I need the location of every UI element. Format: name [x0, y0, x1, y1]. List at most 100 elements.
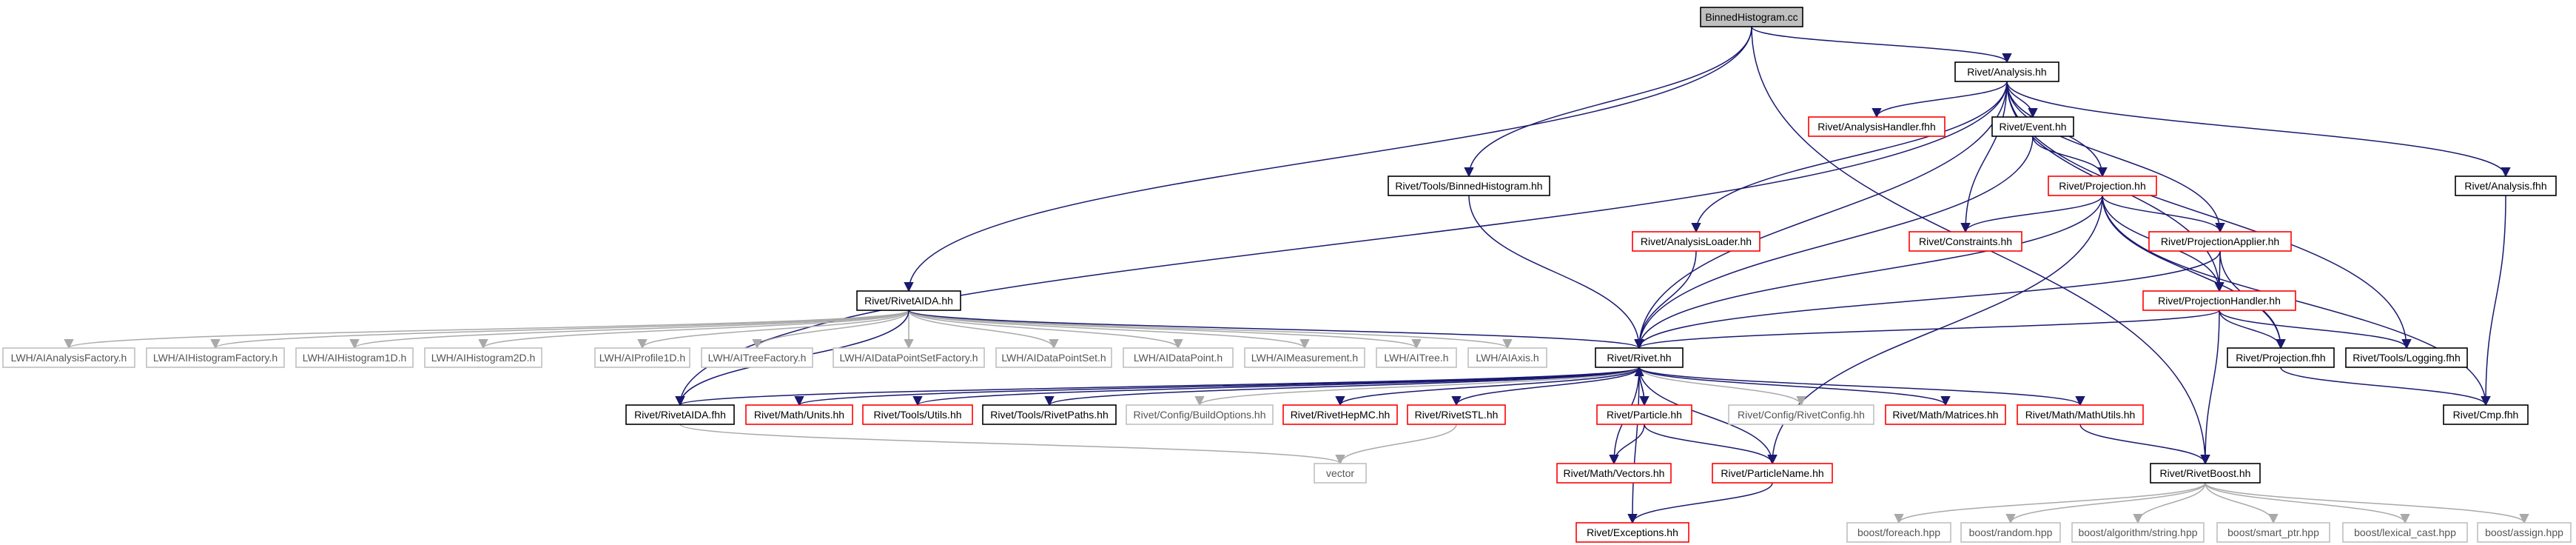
node-constraints-hh[interactable]: Rivet/Constraints.hh — [1909, 231, 2022, 252]
node-box — [1808, 116, 1946, 137]
node-projection-hh[interactable]: Rivet/Projection.hh — [2048, 175, 2157, 196]
node-lwh-treefactory[interactable]: LWH/AITreeFactory.h — [701, 347, 813, 368]
node-analysisloader-hh[interactable]: Rivet/AnalysisLoader.hh — [1632, 231, 1761, 252]
node-vector[interactable]: vector — [1314, 463, 1367, 484]
node-lwh-dps[interactable]: LWH/AIDataPointSet.h — [995, 347, 1112, 368]
node-lwh-histogram2d[interactable]: LWH/AIHistogram2D.h — [424, 347, 542, 368]
edge-analysis_hh-to-analysis_fhh — [2006, 81, 2511, 178]
node-lwh-histogramfactory[interactable]: LWH/AIHistogramFactory.h — [146, 347, 285, 368]
edge-rivetboost_hh-to-boost_smartptr — [2205, 482, 2279, 524]
node-label: LWH/AIDataPoint.h — [1134, 352, 1223, 364]
node-vectors-hh[interactable]: Rivet/Math/Vectors.hh — [1556, 463, 1672, 484]
node-label: Rivet/RivetBoost.hh — [2160, 467, 2251, 479]
node-box — [2227, 347, 2335, 368]
node-lwh-histogram1d[interactable]: LWH/AIHistogram1D.h — [295, 347, 414, 368]
edge-particle_hh-to-vectors_hh — [1609, 424, 1645, 465]
node-box — [1123, 347, 1234, 368]
node-boost-assign[interactable]: boost/assign.hpp — [2477, 522, 2572, 543]
node-rivetaida-hh[interactable]: Rivet/RivetAIDA.hh — [856, 290, 961, 311]
node-label: Rivet/ParticleName.hh — [1721, 467, 1823, 479]
edge-rivet_hh-to-utils_hh — [912, 367, 1640, 407]
node-box — [1388, 175, 1550, 196]
node-binned-hh[interactable]: Rivet/Tools/BinnedHistogram.hh — [1388, 175, 1550, 196]
node-matrices-hh[interactable]: Rivet/Math/Matrices.hh — [1885, 404, 2006, 425]
node-label: vector — [1326, 467, 1354, 479]
node-root[interactable]: BinnedHistogram.cc — [1700, 7, 1803, 27]
node-lwh-axis[interactable]: LWH/AIAxis.h — [1467, 347, 1547, 368]
edge-rivetaida_hh-to-lwh_dps — [908, 310, 1059, 350]
edge-root-to-rivetaida_hh — [904, 26, 1752, 292]
node-box — [2148, 231, 2292, 252]
node-particlename-hh[interactable]: Rivet/ParticleName.hh — [1712, 463, 1833, 484]
node-units-hh[interactable]: Rivet/Math/Units.hh — [745, 404, 853, 425]
edge-analysis_hh-to-rivetaida_fhh — [675, 81, 2008, 407]
node-projection-fhh[interactable]: Rivet/Projection.fhh — [2227, 347, 2335, 368]
edge-projhandler_hh-to-logging_fhh — [2219, 310, 2412, 350]
node-label: Rivet/Math/Units.hh — [754, 409, 844, 421]
node-projhandler-hh[interactable]: Rivet/ProjectionHandler.hh — [2142, 290, 2296, 311]
node-label: Rivet/Event.hh — [1999, 121, 2066, 133]
node-event-hh[interactable]: Rivet/Event.hh — [1991, 116, 2074, 137]
node-label: Rivet/Projection.fhh — [2236, 352, 2325, 364]
node-lwh-analysisfactory[interactable]: LWH/AIAnalysisFactory.h — [2, 347, 135, 368]
node-box — [995, 347, 1112, 368]
node-rivetconfig-hh[interactable]: Rivet/Config/RivetConfig.hh — [1728, 404, 1874, 425]
node-label: Rivet/Analysis.hh — [1967, 66, 2046, 78]
node-exceptions-hh[interactable]: Rivet/Exceptions.hh — [1575, 522, 1689, 543]
node-projapplier-hh[interactable]: Rivet/ProjectionApplier.hh — [2148, 231, 2292, 252]
node-lwh-dp[interactable]: LWH/AIDataPoint.h — [1123, 347, 1234, 368]
node-lwh-profile1d[interactable]: LWH/AIProfile1D.h — [594, 347, 690, 368]
node-rivetpaths-hh[interactable]: Rivet/Tools/RivetPaths.hh — [982, 404, 1117, 425]
edge-analysisloader_hh-to-rivet_hh — [1634, 250, 1697, 350]
node-box — [1595, 347, 1684, 368]
node-rivetboost-hh[interactable]: Rivet/RivetBoost.hh — [2150, 463, 2261, 484]
node-label: Rivet/Tools/Logging.fhh — [2353, 352, 2461, 364]
node-label: Rivet/Tools/RivetPaths.hh — [990, 409, 1109, 421]
edge-projhandler_hh-to-projection_fhh — [2219, 310, 2286, 350]
node-rivetaida-fhh[interactable]: Rivet/RivetAIDA.fhh — [625, 404, 735, 425]
edge-rivet_hh-to-rivethepmc_hh — [1335, 367, 1640, 407]
edge-rivetaida_hh-to-lwh_tree — [908, 310, 1422, 350]
node-utils-hh[interactable]: Rivet/Tools/Utils.hh — [862, 404, 973, 425]
node-boost-foreach[interactable]: boost/foreach.hpp — [1846, 522, 1951, 543]
edge-particle_hh-to-particlename_hh — [1644, 424, 1778, 465]
node-lwh-tree[interactable]: LWH/AITree.h — [1376, 347, 1457, 368]
edge-event_hh-to-projection_hh — [2032, 136, 2108, 178]
node-logging-fhh[interactable]: Rivet/Tools/Logging.fhh — [2345, 347, 2468, 368]
node-box — [2345, 347, 2468, 368]
node-lwh-measurement[interactable]: LWH/AIMeasurement.h — [1244, 347, 1365, 368]
node-label: LWH/AIAxis.h — [1476, 352, 1538, 364]
node-rivethepmc-hh[interactable]: Rivet/RivetHepMC.hh — [1282, 404, 1398, 425]
node-box — [1596, 404, 1692, 425]
node-analysis-hh[interactable]: Rivet/Analysis.hh — [1954, 61, 2059, 82]
node-rivetstl-hh[interactable]: Rivet/RivetSTL.hh — [1407, 404, 1506, 425]
node-analysishandler-fhh[interactable]: Rivet/AnalysisHandler.fhh — [1808, 116, 1946, 137]
node-boost-lexicalcast[interactable]: boost/lexical_cast.hpp — [2342, 522, 2468, 543]
node-label: Rivet/Constraints.hh — [1919, 235, 2012, 247]
node-lwh-dpsfactory[interactable]: LWH/AIDataPointSetFactory.h — [833, 347, 985, 368]
node-buildoptions-hh[interactable]: Rivet/Config/BuildOptions.hh — [1126, 404, 1274, 425]
node-label: LWH/AIDataPointSet.h — [1001, 352, 1106, 364]
node-analysis-fhh[interactable]: Rivet/Analysis.fhh — [2455, 175, 2557, 196]
node-label: BinnedHistogram.cc — [1705, 11, 1798, 23]
node-boost-random[interactable]: boost/random.hpp — [1960, 522, 2061, 543]
node-rivet-hh[interactable]: Rivet/Rivet.hh — [1595, 347, 1684, 368]
edge-analysis_hh-to-analysisloader_hh — [1691, 81, 2008, 233]
node-particle-hh[interactable]: Rivet/Particle.hh — [1596, 404, 1692, 425]
edge-rivetaida_hh-to-lwh_histogram1d — [349, 310, 909, 350]
edge-rivetboost_hh-to-boost_random — [2005, 482, 2206, 524]
node-cmp-fhh[interactable]: Rivet/Cmp.fhh — [2443, 404, 2529, 425]
node-box — [2071, 522, 2205, 543]
node-label: Rivet/ProjectionHandler.hh — [2158, 295, 2281, 307]
node-boost-algorithm[interactable]: boost/algorithm/string.hpp — [2071, 522, 2205, 543]
node-mathutils-hh[interactable]: Rivet/Math/MathUtils.hh — [2017, 404, 2144, 425]
node-box — [982, 404, 1117, 425]
node-label: boost/smart_ptr.hpp — [2227, 526, 2319, 538]
edge-event_hh-to-rivet_hh — [1634, 136, 2034, 350]
node-boost-smartptr[interactable]: boost/smart_ptr.hpp — [2216, 522, 2330, 543]
node-box — [1632, 231, 1761, 252]
node-box — [625, 404, 735, 425]
node-label: Rivet/Config/BuildOptions.hh — [1134, 409, 1266, 421]
edge-rivetstl_hh-to-vector — [1335, 424, 1457, 465]
node-box — [2216, 522, 2330, 543]
